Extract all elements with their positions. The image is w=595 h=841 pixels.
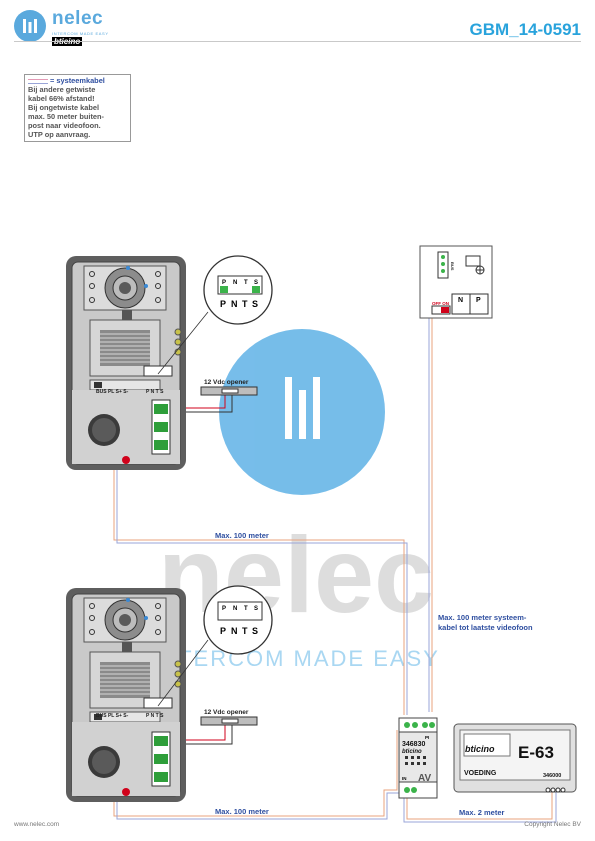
terminal-zoom-bottom	[157, 585, 273, 707]
distributor-badge: AV	[418, 773, 431, 784]
legend-line: Bij andere getwiste	[28, 85, 96, 94]
watermark	[219, 329, 385, 495]
cable-label-system-2: kabel tot laatste videofoon	[438, 623, 533, 632]
brand-name: nelec	[52, 8, 104, 29]
nelec-logo-icon	[14, 10, 46, 42]
bus-terminal-labels: BUS PL S+ S-	[96, 389, 129, 395]
footer-website: www.nelec.com	[14, 821, 60, 828]
door-panel-bottom	[65, 587, 187, 803]
power-supply	[453, 723, 577, 793]
video-distributor	[398, 717, 438, 799]
opener-label: 12 Vdc opener	[204, 709, 249, 716]
opener-label: 12 Vdc opener	[204, 379, 249, 386]
off-on-switch-label: OFF ON	[432, 301, 449, 306]
watermark-tagline: INTERCOM MADE EASY	[152, 646, 440, 671]
zoom-label-n: N	[231, 626, 238, 636]
legend-line: UTP op aanvraag.	[28, 130, 91, 139]
power-supply-model: E-63	[518, 743, 554, 762]
zoom-label-s: S	[252, 299, 258, 309]
cable-label-supply: Max. 2 meter	[459, 808, 505, 817]
distributor-model: 346830	[402, 741, 425, 748]
legend-line: Bij ongetwiste kabel	[28, 103, 100, 112]
system-cable-line-icon	[28, 78, 48, 84]
zoom-terminal-n: N	[233, 280, 237, 286]
power-supply-number: 346000	[543, 773, 561, 779]
zoom-terminal-n: N	[233, 606, 237, 612]
ptns-terminal-labels: P N T S	[146, 389, 164, 395]
monitor-unit	[419, 245, 493, 319]
bus-terminal-labels: BUS PL S+ S-	[96, 713, 129, 719]
zoom-terminal-p: P	[222, 280, 226, 286]
door-panel-top	[65, 255, 187, 471]
legend-title: = systeemkabel	[50, 76, 105, 85]
cable-label-bottom: Max. 100 meter	[215, 807, 269, 816]
monitor-bus-label: BUS	[450, 262, 455, 271]
header-divider	[14, 41, 581, 42]
distributor-pi-label: PI	[425, 735, 429, 740]
distributor-io-label: IN	[402, 776, 407, 781]
legend-line: post naar videofoon.	[28, 121, 101, 130]
cable-label-system-1: Max. 100 meter systeem-	[438, 613, 527, 622]
power-supply-brand: bticino	[465, 744, 495, 754]
zoom-terminal-t: T	[244, 606, 248, 612]
zoom-label-t: T	[242, 626, 248, 636]
door-opener-top	[200, 386, 258, 396]
brand-tagline: INTERCOM MADE EASY	[52, 31, 109, 36]
footer-copyright: Copyright Nelec BV	[524, 821, 581, 828]
terminal-zoom-top	[157, 255, 273, 375]
zoom-terminal-s: S	[254, 280, 258, 286]
cable-label-top: Max. 100 meter	[215, 531, 269, 540]
zoom-label-n: N	[231, 299, 238, 309]
zoom-terminal-t: T	[244, 280, 248, 286]
cable-legend: = systeemkabel Bij andere getwiste kabel…	[24, 74, 131, 142]
ptns-terminal-labels: P N T S	[146, 713, 164, 719]
distributor-brand: bticino	[402, 749, 422, 755]
zoom-label-s: S	[252, 626, 258, 636]
monitor-p-label: P	[476, 297, 481, 304]
zoom-terminal-s: S	[254, 606, 258, 612]
zoom-terminal-p: P	[222, 606, 226, 612]
legend-line: kabel 66% afstand!	[28, 94, 95, 103]
door-opener-bottom	[200, 716, 258, 726]
zoom-label-p: P	[220, 299, 226, 309]
power-supply-label: VOEDING	[464, 770, 497, 777]
legend-line: max. 50 meter buiten-	[28, 112, 104, 121]
zoom-label-p: P	[220, 626, 226, 636]
watermark-brand: nelec	[158, 514, 434, 635]
monitor-n-label: N	[458, 297, 463, 304]
document-code: GBM_14-0591	[469, 20, 581, 39]
zoom-label-t: T	[242, 299, 248, 309]
